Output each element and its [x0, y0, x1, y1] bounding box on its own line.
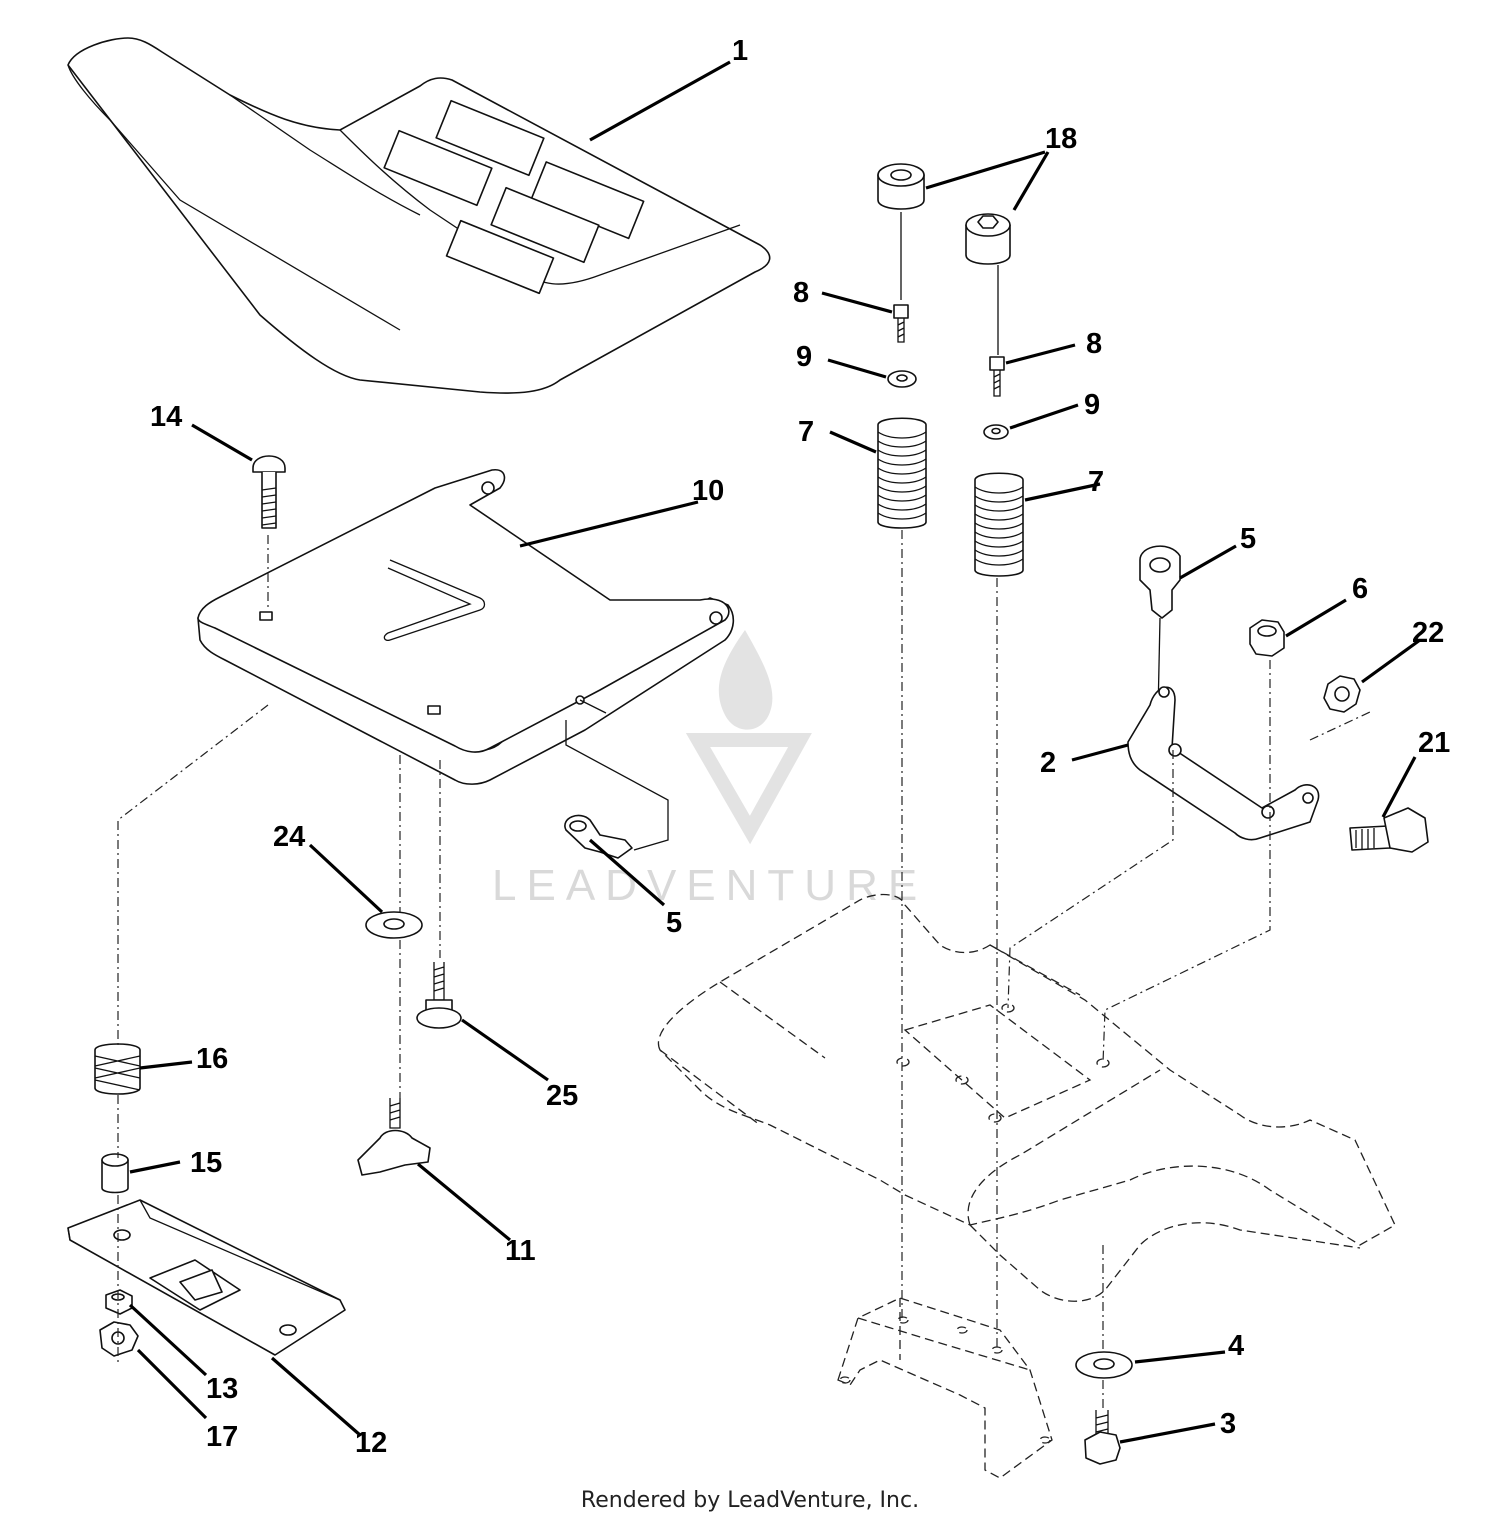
footer-credit: Rendered by LeadVenture, Inc.	[580, 1488, 920, 1513]
callout-9b: 9	[1084, 389, 1100, 421]
carriage-bolt	[252, 455, 286, 529]
callout-2: 2	[1040, 747, 1056, 779]
watermark-logo	[685, 630, 812, 845]
callout-14: 14	[150, 401, 182, 433]
shoulder-screw	[416, 962, 462, 1029]
callout-11: 11	[505, 1235, 536, 1267]
callout-21: 21	[1418, 727, 1450, 759]
hex-bolt	[1084, 1410, 1121, 1465]
hex-nut	[99, 1321, 139, 1357]
switch-clips	[564, 545, 1181, 859]
frame-bracket-phantom	[837, 1297, 1053, 1479]
seat-pan	[197, 468, 735, 785]
callout-17: 17	[206, 1421, 238, 1453]
callout-9a: 9	[796, 341, 812, 373]
assembly-axes	[117, 530, 1371, 1410]
bracket	[1127, 686, 1320, 841]
seat-bumpers	[877, 163, 1011, 355]
shoulder-bolt	[1349, 807, 1429, 853]
callout-5b: 5	[666, 907, 682, 939]
seat	[67, 37, 771, 394]
watermark: LEADVENTURE	[492, 630, 927, 910]
spring-small	[94, 1043, 141, 1095]
slide-plate	[67, 1199, 346, 1356]
spacer	[101, 1153, 129, 1194]
callout-13: 13	[206, 1373, 238, 1405]
callout-4: 4	[1228, 1330, 1244, 1362]
watermark-text: LEADVENTURE	[492, 861, 927, 910]
screws	[893, 304, 1005, 397]
flange-nut	[105, 1289, 133, 1315]
callout-24: 24	[273, 821, 305, 853]
callout-7a: 7	[798, 416, 814, 448]
callout-8a: 8	[793, 277, 809, 309]
knob	[357, 1098, 431, 1176]
callout-18: 18	[1045, 123, 1077, 155]
springs	[877, 417, 1024, 577]
lock-nuts	[1249, 619, 1361, 713]
leader-lines	[128, 60, 1421, 1444]
flat-washer	[365, 911, 423, 939]
callout-labels: 1 18 8 8 9 9 14 7 7 10 5 6 22 21 2 24 5 …	[150, 35, 1450, 1459]
callout-12: 12	[355, 1427, 387, 1459]
callout-7b: 7	[1088, 466, 1104, 498]
callout-5a: 5	[1240, 523, 1256, 555]
fender-phantom	[657, 893, 1396, 1302]
callout-15: 15	[190, 1147, 222, 1179]
callout-6: 6	[1352, 573, 1368, 605]
callout-16: 16	[196, 1043, 228, 1075]
callout-8b: 8	[1086, 328, 1102, 360]
callout-22: 22	[1412, 617, 1444, 649]
washer-lower	[1075, 1351, 1133, 1379]
callout-25: 25	[546, 1080, 578, 1112]
washers	[887, 370, 1009, 440]
callout-1: 1	[732, 35, 748, 67]
callout-10: 10	[692, 475, 724, 507]
callout-3: 3	[1220, 1408, 1236, 1440]
